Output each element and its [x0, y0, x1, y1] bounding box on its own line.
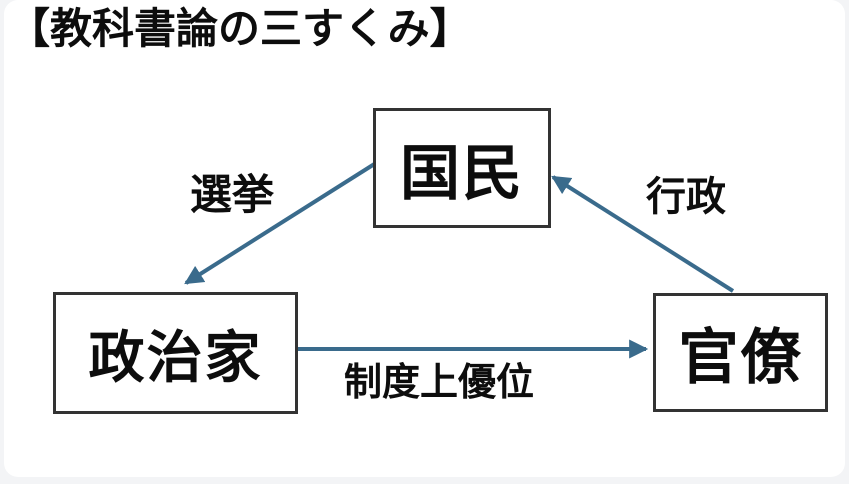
node-seijika-label: 政治家 — [88, 325, 263, 389]
node-kokumin: 国民 — [373, 108, 551, 228]
page-title: 【教科書論の三すくみ】 — [8, 5, 472, 52]
node-kanryo-label: 官僚 — [678, 324, 803, 391]
edge-label-election: 選挙 — [190, 171, 275, 218]
node-kanryo: 官僚 — [653, 293, 828, 412]
node-seijika: 政治家 — [53, 292, 298, 414]
edge-label-administration: 行政 — [646, 175, 726, 219]
edge-label-institutional-superiority: 制度上優位 — [344, 362, 535, 404]
node-kokumin-label: 国民 — [400, 139, 524, 207]
